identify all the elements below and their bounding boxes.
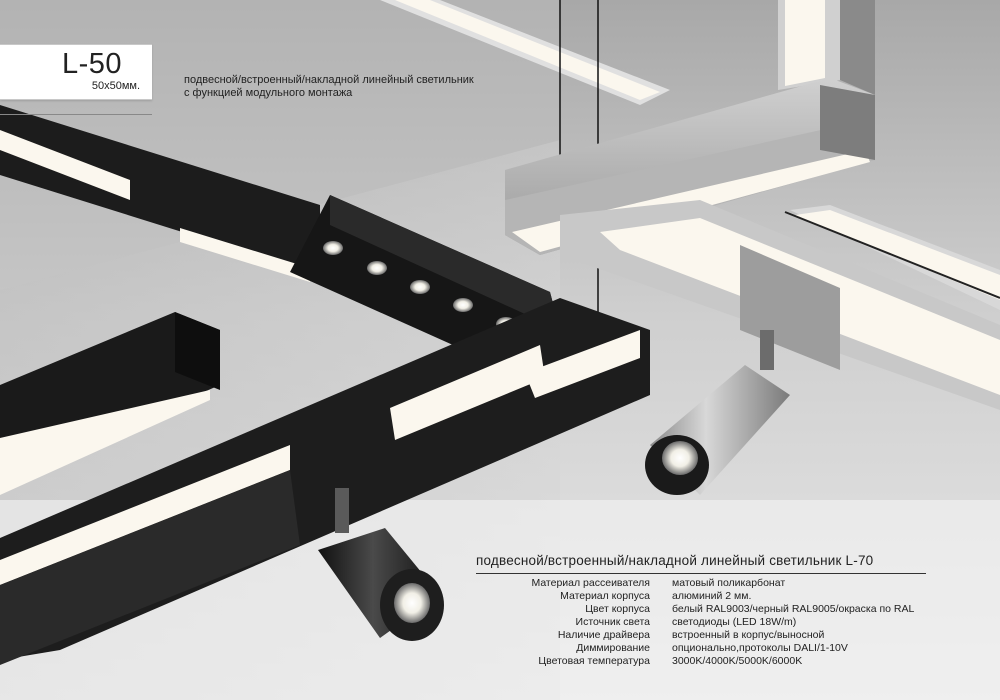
description-line-1: подвесной/встроенный/накладной линейный … xyxy=(184,74,474,86)
l70-divider xyxy=(476,573,926,574)
model-title: L-50 xyxy=(61,48,122,80)
spec-value: 3000K/4000K/5000K/6000K xyxy=(672,655,803,667)
spec-row: Наличие драйвера встроенный в корпус/вын… xyxy=(470,629,990,642)
spec-row: Материал рассеивателя матовый поликарбон… xyxy=(470,577,990,590)
spec-label: Цветовая температура xyxy=(538,655,650,667)
black-spotlight xyxy=(318,488,444,641)
spec-value: опционально,протоколы DALI/1-10V xyxy=(672,642,848,654)
spec-value: алюминий 2 мм. xyxy=(672,590,752,602)
silver-profile-vertical xyxy=(778,0,875,95)
spec-label: Материал корпуса xyxy=(560,590,650,602)
model-divider xyxy=(0,114,152,115)
black-profile-left xyxy=(0,312,220,495)
spec-row: Диммирование опционально,протоколы DALI/… xyxy=(470,642,990,655)
black-profile-diagonal xyxy=(0,105,320,282)
model-description: подвесной/встроенный/накладной линейный … xyxy=(184,74,514,100)
spec-value: встроенный в корпус/выносной xyxy=(672,629,825,641)
recessed-light-strip-right xyxy=(784,205,1000,310)
black-profile-frame xyxy=(0,298,650,665)
description-line-2: с функцией модульного монтажа xyxy=(184,87,353,99)
spec-label: Наличие драйвера xyxy=(557,629,650,641)
spec-table: Материал рассеивателя матовый поликарбон… xyxy=(470,577,990,668)
spec-value: светодиоды (LED 18W/m) xyxy=(672,616,797,628)
spec-label: Цвет корпуса xyxy=(585,603,650,615)
spec-value: белый RAL9003/черный RAL9005/окраска по … xyxy=(672,603,915,615)
spec-value: матовый поликарбонат xyxy=(672,577,786,589)
silver-spotlight xyxy=(645,330,790,495)
spec-row: Цветовая температура 3000K/4000K/5000K/6… xyxy=(470,655,990,668)
model-label-box: L-50 50х50мм. xyxy=(0,44,152,115)
spec-row: Материал корпуса алюминий 2 мм. xyxy=(470,590,990,603)
spec-label: Диммирование xyxy=(576,642,650,654)
l70-title: подвесной/встроенный/накладной линейный … xyxy=(476,553,874,568)
spec-label: Источник света xyxy=(575,616,650,628)
spec-label: Материал рассеивателя xyxy=(531,577,650,589)
model-size: 50х50мм. xyxy=(91,80,140,92)
spec-row: Источник света светодиоды (LED 18W/m) xyxy=(470,616,990,629)
spec-row: Цвет корпуса белый RAL9003/черный RAL900… xyxy=(470,603,990,616)
